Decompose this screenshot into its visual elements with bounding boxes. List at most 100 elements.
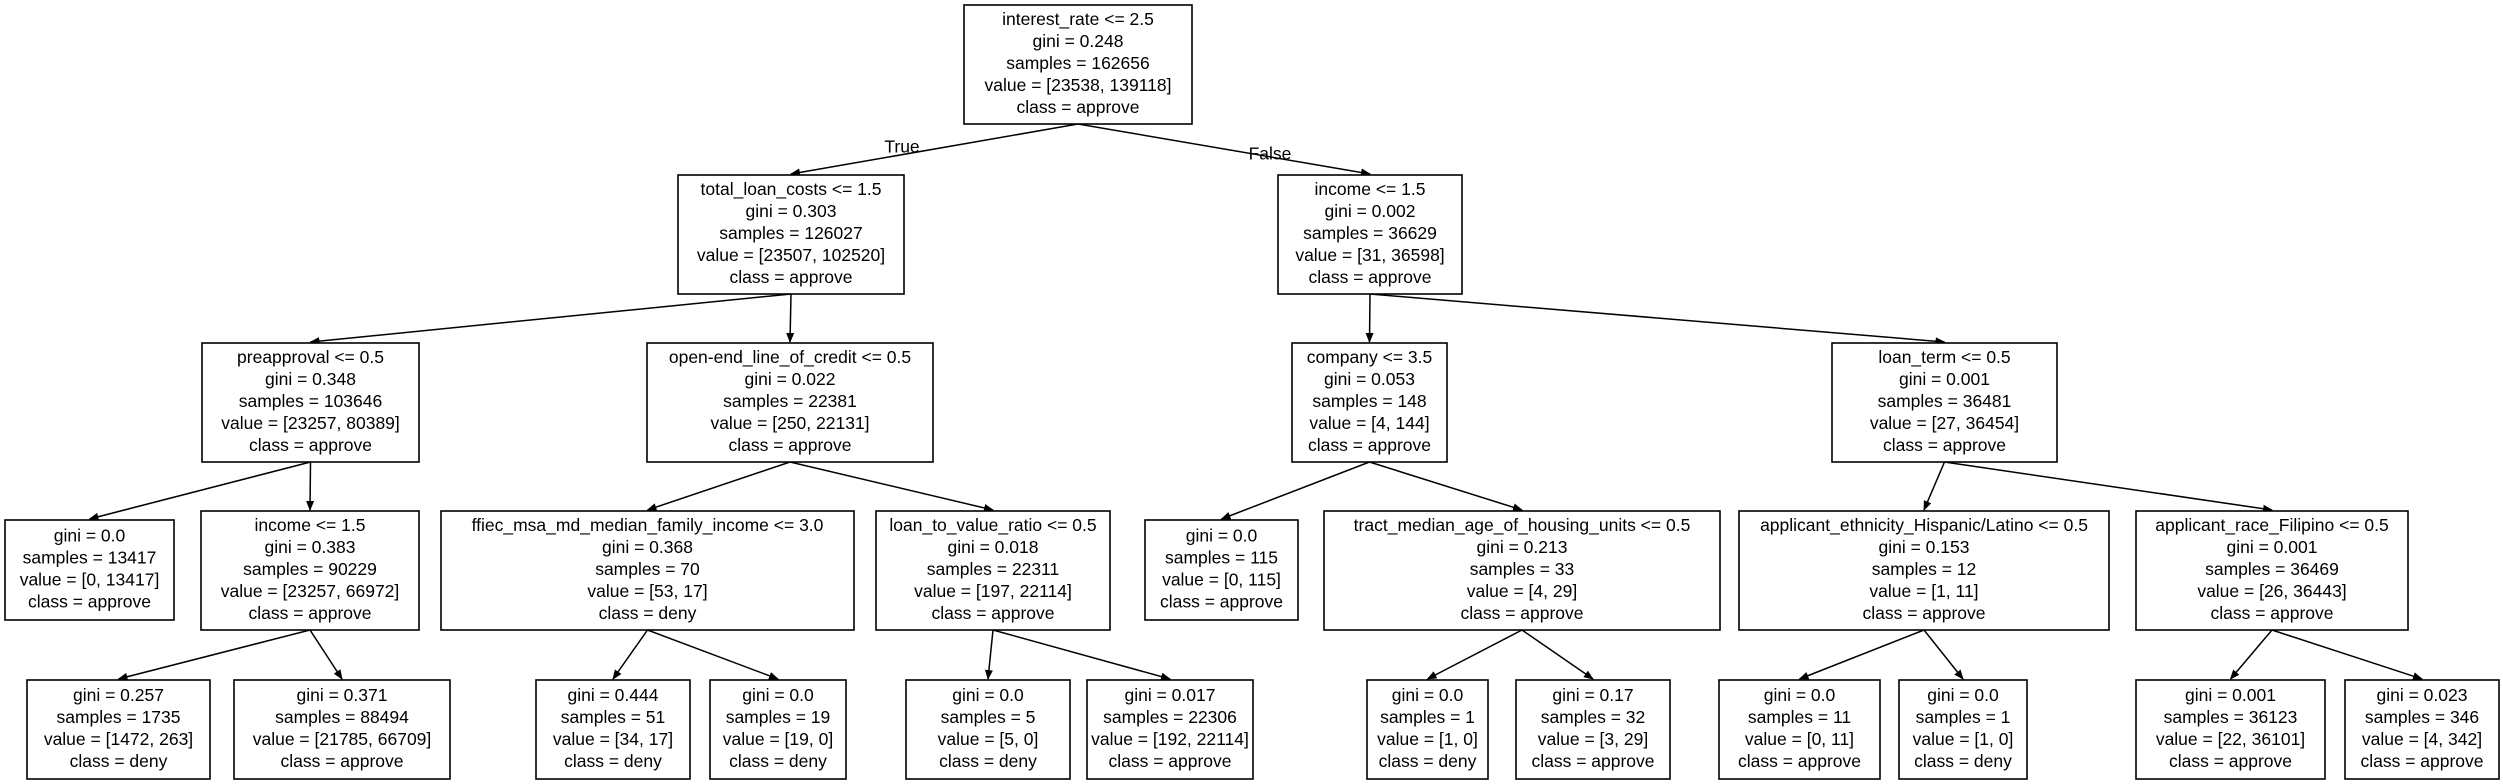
node-line: samples = 11	[1748, 707, 1851, 727]
node-line: value = [0, 115]	[1162, 570, 1281, 590]
node-line: samples = 346	[2365, 707, 2479, 727]
node-line: samples = 5	[941, 707, 1036, 727]
edge-n6-n14	[1944, 461, 2273, 513]
node-line: gini = 0.0	[952, 685, 1024, 705]
node-line: samples = 148	[1312, 391, 1426, 411]
node-line: interest_rate <= 2.5	[1002, 9, 1154, 30]
node-line: value = [192, 22114]	[1091, 729, 1249, 749]
node-line: gini = 0.371	[297, 685, 388, 705]
node-line: class = approve	[280, 751, 403, 771]
node-line: samples = 1	[1380, 707, 1475, 727]
node-line: gini = 0.0	[1392, 685, 1464, 705]
node-line: samples = 70	[595, 559, 700, 579]
node-line: samples = 19	[726, 707, 831, 727]
node-line: class = approve	[1460, 603, 1583, 623]
node-line: income <= 1.5	[255, 515, 366, 535]
node-line: gini = 0.0	[1186, 526, 1258, 546]
tree-node-n13: applicant_ethnicity_Hispanic/Latino <= 0…	[1738, 510, 2110, 631]
node-line: value = [34, 17]	[553, 729, 673, 749]
node-line: income <= 1.5	[1315, 179, 1426, 199]
node-line: class = approve	[1016, 97, 1139, 117]
node-box	[440, 510, 855, 631]
node-line: class = deny	[1379, 751, 1477, 771]
node-line: class = approve	[248, 603, 371, 623]
edge-n4-n10	[789, 461, 994, 512]
node-box	[2344, 679, 2500, 780]
node-line: class = approve	[1108, 751, 1231, 771]
node-line: class = approve	[1862, 603, 1985, 623]
edge-n5-n11	[1220, 461, 1370, 520]
node-box	[1144, 519, 1299, 621]
node-line: gini = 0.001	[1899, 369, 1990, 389]
node-line: value = [23538, 139118]	[985, 75, 1172, 95]
node-line: gini = 0.17	[1552, 685, 1633, 705]
node-line: samples = 115	[1165, 548, 1278, 568]
edge-n1-n3	[309, 293, 792, 346]
edge-n0-n2	[1077, 123, 1371, 177]
node-box	[1831, 342, 2058, 463]
node-line: gini = 0.053	[1324, 369, 1415, 389]
edge-n5-n12	[1369, 461, 1523, 512]
node-line: company <= 3.5	[1307, 347, 1433, 367]
node-line: value = [4, 29]	[1467, 581, 1577, 601]
node-line: value = [27, 36454]	[1870, 413, 2019, 433]
node-box	[1718, 679, 1881, 780]
node-line: ffiec_msa_md_median_family_income <= 3.0	[472, 515, 824, 536]
node-line: samples = 22311	[927, 559, 1059, 579]
node-line: gini = 0.348	[265, 369, 356, 389]
node-line: value = [0, 11]	[1745, 729, 1854, 749]
node-line: class = approve	[2169, 751, 2292, 771]
node-line: gini = 0.022	[745, 369, 836, 389]
edge-label-true: True	[884, 137, 919, 157]
node-line: gini = 0.368	[602, 537, 693, 557]
node-box	[709, 679, 847, 780]
node-line: gini = 0.248	[1033, 31, 1124, 51]
node-line: class = approve	[1531, 751, 1654, 771]
node-line: class = approve	[28, 592, 151, 612]
node-line: class = approve	[2360, 751, 2483, 771]
node-line: class = approve	[1160, 592, 1283, 612]
edge-n12-n22	[1521, 629, 1594, 680]
node-line: gini = 0.0	[54, 526, 126, 546]
node-line: loan_to_value_ratio <= 0.5	[889, 515, 1096, 536]
edge-n10-n20	[992, 629, 1171, 681]
edge-n3-n7	[88, 461, 311, 521]
node-line: samples = 12	[1872, 559, 1977, 579]
node-line: gini = 0.153	[1879, 537, 1970, 557]
node-line: samples = 90229	[243, 559, 377, 579]
node-line: gini = 0.383	[265, 537, 356, 557]
node-box	[4, 519, 175, 621]
node-line: class = approve	[1738, 751, 1861, 771]
node-line: gini = 0.001	[2227, 537, 2318, 557]
node-box	[905, 679, 1071, 780]
node-line: class = deny	[939, 751, 1037, 771]
edge-n9-n18	[647, 629, 779, 680]
edge-n4-n9	[646, 461, 791, 511]
node-box	[875, 510, 1111, 631]
node-line: gini = 0.0	[1764, 685, 1836, 705]
node-line: value = [53, 17]	[587, 581, 707, 601]
node-line: gini = 0.303	[746, 201, 837, 221]
edge-n2-n6	[1369, 293, 1946, 346]
tree-node-n9: ffiec_msa_md_median_family_income <= 3.0…	[440, 510, 855, 631]
node-line: gini = 0.002	[1325, 201, 1416, 221]
node-box	[963, 4, 1193, 125]
